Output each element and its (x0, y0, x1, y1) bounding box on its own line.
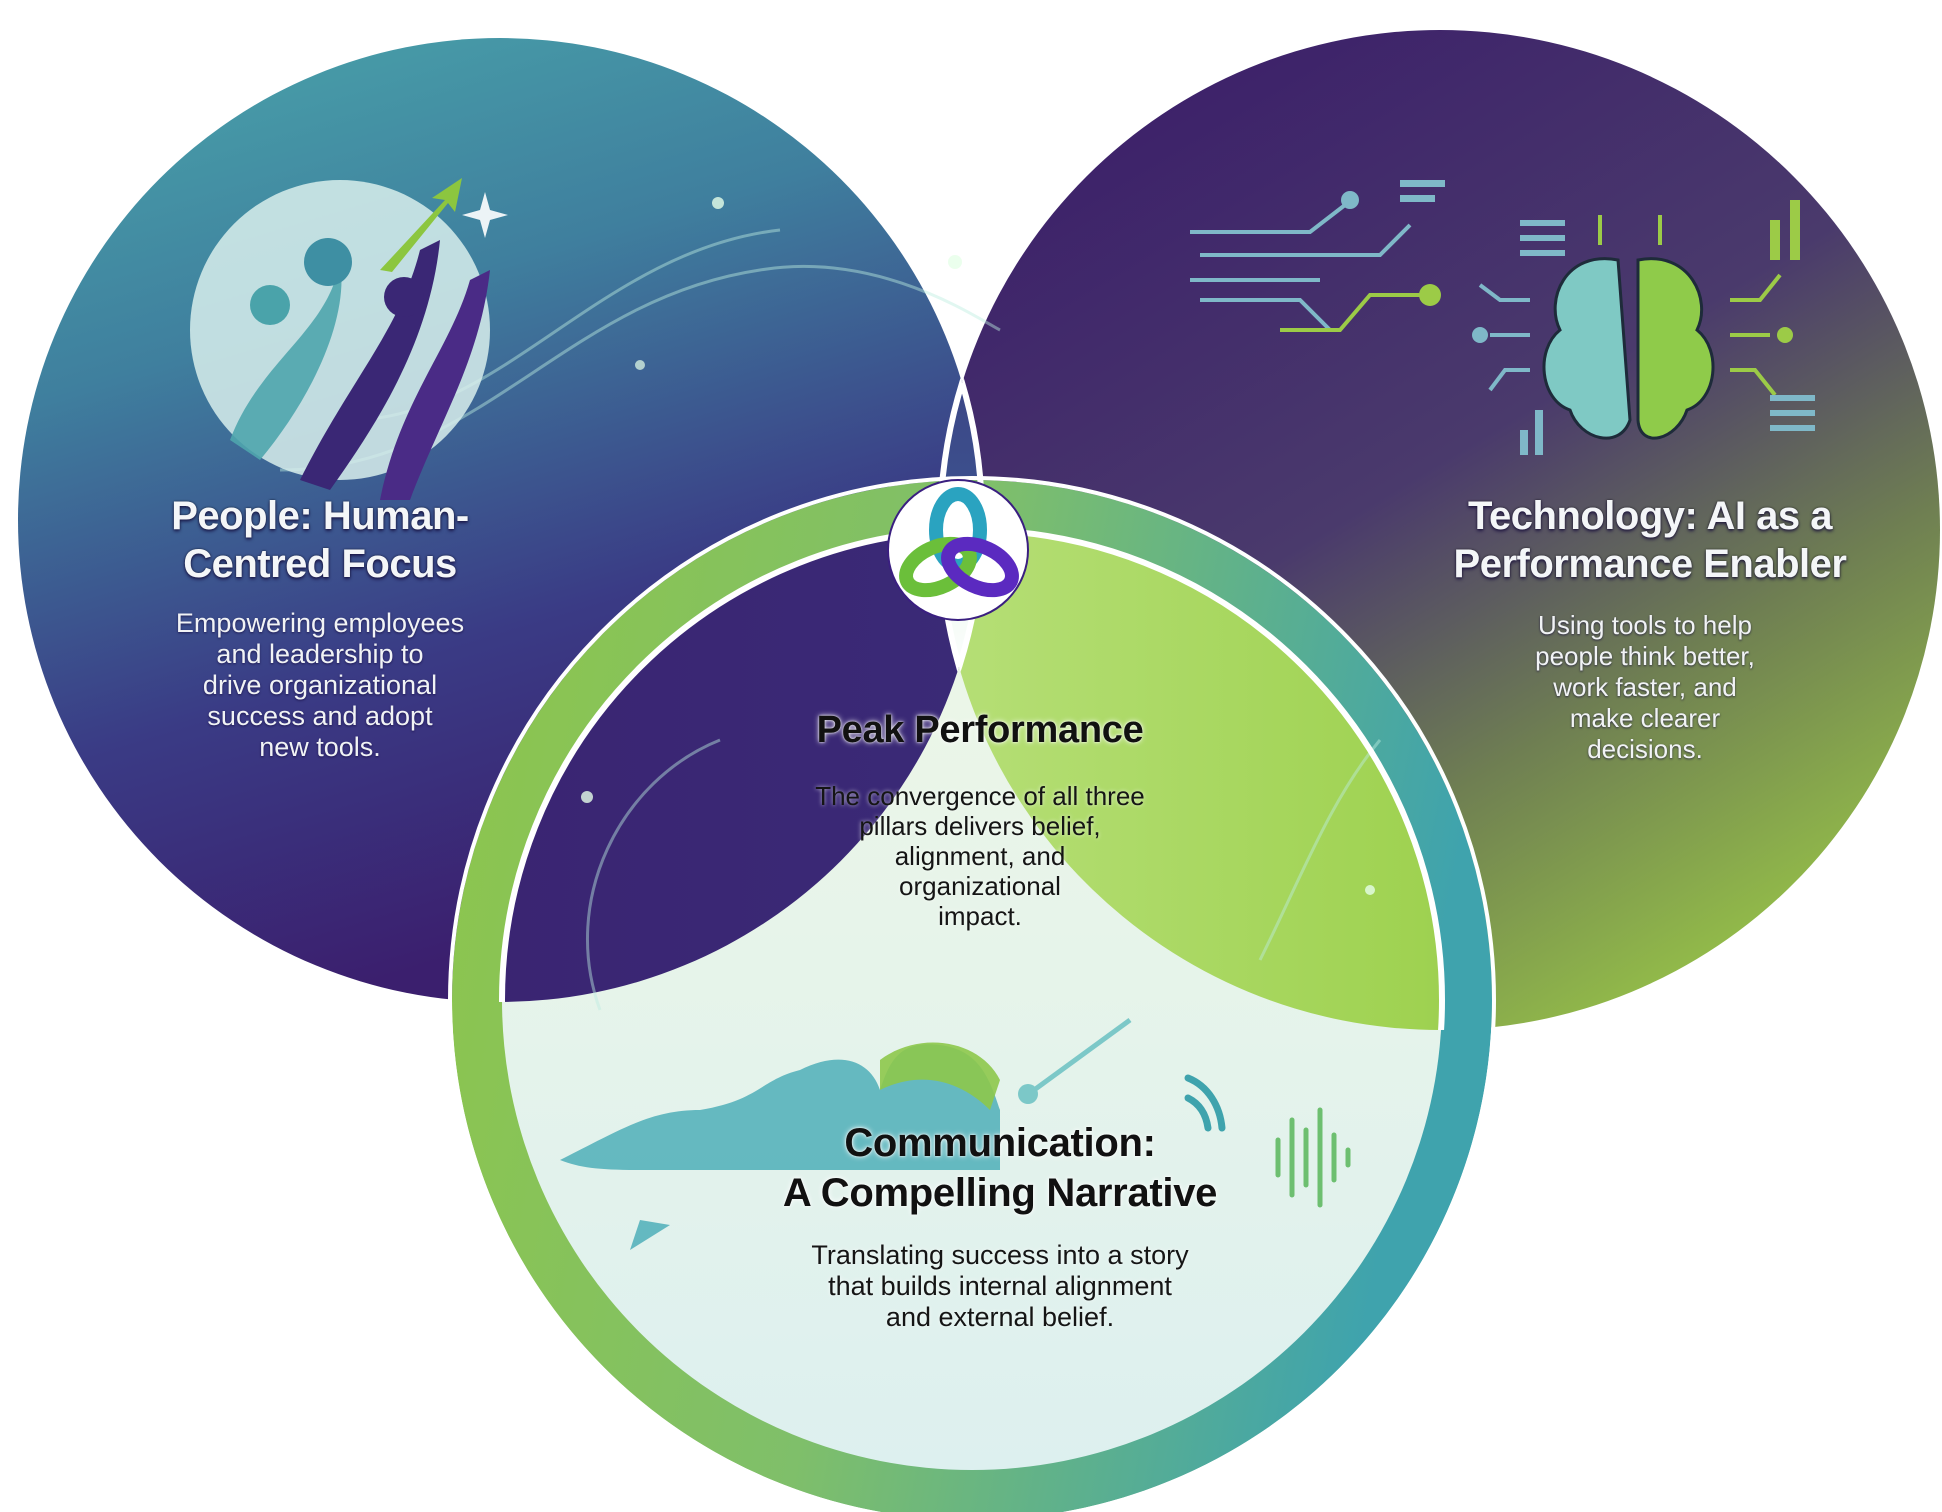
speech-soundwave-icon (560, 1017, 1351, 1250)
trefoil-knot-logo-icon (887, 479, 1029, 621)
sparkle-dots (581, 197, 1375, 895)
technology-title: Technology: AI as a Performance Enabler (1453, 494, 1847, 586)
technology-section: Technology: AI as a Performance Enabler … (1380, 492, 1920, 765)
people-title: People: Human- Centred Focus (171, 494, 469, 586)
people-description: Empowering employees and leadership to d… (175, 608, 465, 762)
ai-brain-circuit-icon (1190, 180, 1815, 455)
communication-title: Communication: A Compelling Narrative (782, 1121, 1218, 1215)
communication-description: Translating success into a story that bu… (811, 1240, 1189, 1332)
center-section: Peak Performance The convergence of all … (700, 707, 1260, 931)
people-section: People: Human- Centred Focus Empowering … (80, 492, 560, 763)
center-description: The convergence of all three pillars del… (815, 781, 1145, 931)
technology-description: Using tools to help people think better,… (1535, 610, 1755, 764)
people-growth-icon (190, 178, 508, 500)
center-title: Peak Performance (816, 709, 1144, 751)
communication-section: Communication: A Compelling Narrative Tr… (640, 1118, 1360, 1333)
